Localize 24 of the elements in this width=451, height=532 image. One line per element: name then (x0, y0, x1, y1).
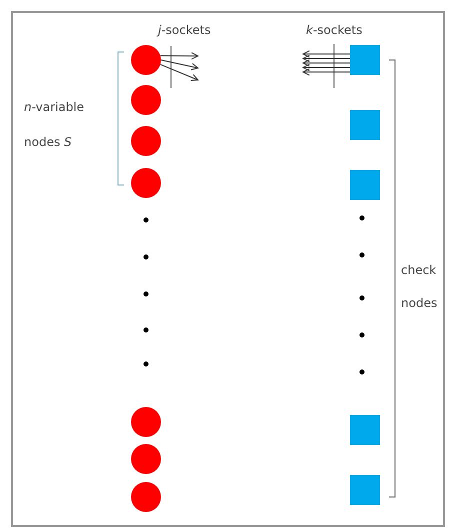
check-node-square (350, 110, 380, 140)
arrow (160, 60, 198, 70)
arrow (160, 64, 198, 81)
bracket-label: n-variable nodes S (24, 99, 86, 151)
check-node-square (350, 415, 380, 445)
variable-node-circle (131, 482, 161, 512)
bracket-label: check nodes (401, 262, 438, 312)
check-node-square (350, 170, 380, 200)
arrow (302, 54, 350, 62)
arrow (302, 59, 350, 67)
variable-node-circle (131, 45, 161, 75)
variable-node-circle (131, 168, 161, 198)
variable-node-circle (131, 126, 161, 156)
variable-node-circle (131, 407, 161, 437)
socket-label: j-sockets (158, 22, 212, 38)
arrow (302, 64, 350, 72)
variable-node-circle (131, 85, 161, 115)
socket-label: k-sockets (306, 22, 364, 38)
check-node-square (350, 45, 380, 75)
arrow (302, 68, 350, 76)
check-node-square (350, 475, 380, 505)
variable-node-circle (131, 444, 161, 474)
arrow (302, 50, 350, 58)
arrow (160, 52, 198, 60)
